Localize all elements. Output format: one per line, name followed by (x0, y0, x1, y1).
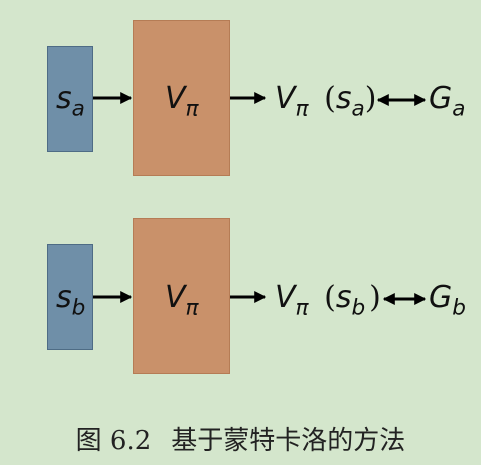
state-label-b: sb (56, 280, 86, 321)
state-label-a: sa (56, 81, 85, 122)
value-function-box-a (133, 20, 230, 176)
value-function-box-b (133, 218, 230, 374)
state-box-a (47, 46, 93, 152)
value-estimate-a: Vπ (sa) (275, 81, 377, 122)
figure-number: 图 6.2 (75, 426, 152, 456)
return-label-a: Ga (429, 81, 466, 122)
value-function-label-a: Vπ (165, 81, 199, 122)
figure-caption: 图 6.2 基于蒙特卡洛的方法 (0, 420, 481, 457)
value-function-label-b: Vπ (165, 280, 199, 321)
return-label-b: Gb (429, 280, 466, 321)
value-estimate-b: Vπ (sb) (275, 280, 381, 321)
figure-title: 基于蒙特卡洛的方法 (171, 426, 406, 456)
state-box-b (47, 244, 93, 350)
